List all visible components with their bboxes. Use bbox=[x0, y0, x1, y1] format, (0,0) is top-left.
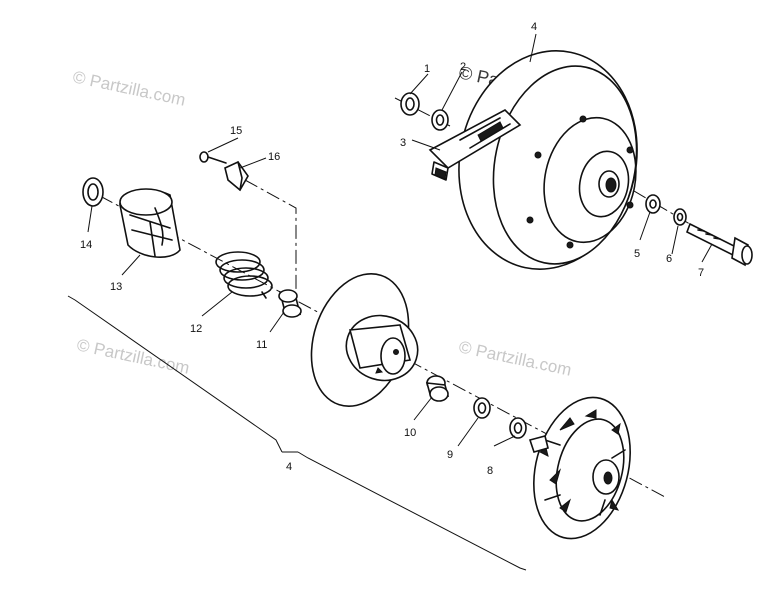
watermark-mid-left: © Partzilla.com bbox=[75, 335, 191, 377]
callout-4-top: 4 bbox=[531, 21, 537, 33]
fixed-sheave bbox=[528, 396, 631, 540]
bushing-11 bbox=[278, 289, 302, 318]
assembly-bracket bbox=[67, 295, 527, 571]
callout-10: 10 bbox=[404, 427, 416, 439]
callout-6: 6 bbox=[666, 253, 672, 265]
bolt-7 bbox=[685, 222, 753, 267]
washer-5 bbox=[645, 194, 661, 214]
callout-2: 2 bbox=[460, 61, 466, 73]
callout-7: 7 bbox=[698, 267, 704, 279]
cam-13 bbox=[119, 188, 181, 258]
lock-washer-6 bbox=[673, 208, 687, 226]
moveable-sheave bbox=[310, 272, 419, 408]
callout-1: 1 bbox=[424, 63, 430, 75]
callout-13: 13 bbox=[110, 281, 122, 293]
callout-8: 8 bbox=[487, 465, 493, 477]
callout-3: 3 bbox=[400, 137, 406, 149]
callout-14: 14 bbox=[80, 239, 92, 251]
washer-2 bbox=[431, 109, 449, 131]
spring-12 bbox=[215, 251, 273, 299]
retaining-ring-14 bbox=[82, 177, 104, 207]
callout-16: 16 bbox=[268, 151, 280, 163]
drive-belt bbox=[428, 109, 522, 181]
callout-4-bracket: 4 bbox=[286, 461, 292, 473]
callout-12: 12 bbox=[190, 323, 202, 335]
cam-arm-axis bbox=[244, 179, 297, 290]
watermark-top-left: © Partzilla.com bbox=[71, 67, 187, 109]
leader-lines bbox=[87, 33, 713, 447]
washer-8 bbox=[509, 417, 527, 439]
washer-9 bbox=[473, 397, 491, 419]
callout-15: 15 bbox=[230, 125, 242, 137]
callout-9: 9 bbox=[447, 449, 453, 461]
callout-11: 11 bbox=[256, 339, 267, 351]
watermark-mid-right: © Partzilla.com bbox=[457, 337, 573, 379]
washer-1 bbox=[400, 92, 420, 116]
cam-shoe-16 bbox=[224, 160, 249, 192]
bushing-10 bbox=[425, 375, 450, 402]
callout-5: 5 bbox=[634, 248, 640, 260]
screw-15 bbox=[199, 151, 227, 164]
driven-sheave-housing bbox=[458, 50, 638, 270]
